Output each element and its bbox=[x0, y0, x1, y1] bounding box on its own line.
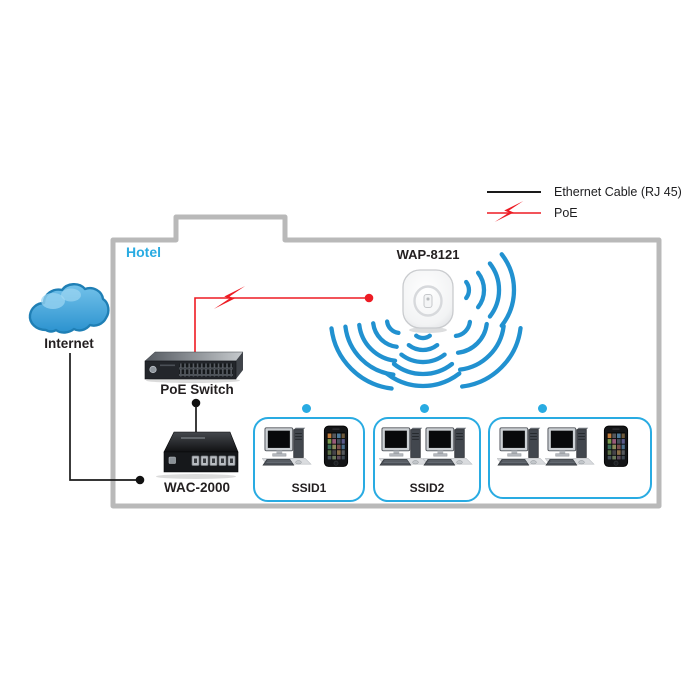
legend-label-poe: PoE bbox=[554, 206, 578, 220]
ssid2-wireless-dot bbox=[420, 404, 429, 413]
poe-cable-switch-to-ap bbox=[194, 297, 369, 354]
access-point-label: WAP-8121 bbox=[396, 247, 460, 262]
wifi-waves-right-icon bbox=[464, 252, 517, 328]
internet-label: Internet bbox=[44, 336, 94, 351]
wifi-waves-down-icon bbox=[384, 333, 462, 389]
phone-icon bbox=[323, 425, 349, 468]
internet-cloud-icon bbox=[28, 283, 110, 334]
junction-dot-switch bbox=[191, 398, 201, 408]
controller-icon bbox=[156, 431, 239, 479]
computer-icon bbox=[379, 423, 429, 469]
ssid3-wireless-dot bbox=[538, 404, 547, 413]
ethernet-cable-internet-to-wac bbox=[69, 353, 137, 481]
poe-switch-icon bbox=[144, 351, 244, 383]
ssid1-group-box: SSID1 bbox=[253, 417, 365, 502]
legend-label-ethernet: Ethernet Cable (RJ 45) bbox=[554, 185, 682, 199]
ssid3-group-box bbox=[488, 417, 652, 499]
wifi-waves-down-right-icon bbox=[453, 319, 523, 389]
legend-lightning-icon bbox=[494, 201, 524, 222]
computer-icon bbox=[262, 423, 312, 469]
ssid1-label: SSID1 bbox=[291, 481, 327, 495]
controller-label: WAC-2000 bbox=[163, 480, 231, 495]
wifi-waves-down-left-icon bbox=[329, 319, 401, 391]
ssid2-group-box: SSID2 bbox=[373, 417, 481, 502]
computer-icon bbox=[497, 423, 547, 469]
junction-dot-wac bbox=[135, 475, 145, 485]
computer-icon bbox=[423, 423, 473, 469]
poe-endpoint-dot bbox=[364, 293, 374, 303]
poe-switch-label: PoE Switch bbox=[160, 382, 234, 397]
computer-icon bbox=[545, 423, 595, 469]
hotel-wall-outline bbox=[110, 214, 662, 509]
ssid2-label: SSID2 bbox=[409, 481, 445, 495]
phone-icon bbox=[603, 425, 629, 468]
ssid1-wireless-dot bbox=[302, 404, 311, 413]
zone-label-hotel: Hotel bbox=[126, 244, 161, 260]
access-point-icon bbox=[402, 269, 454, 333]
